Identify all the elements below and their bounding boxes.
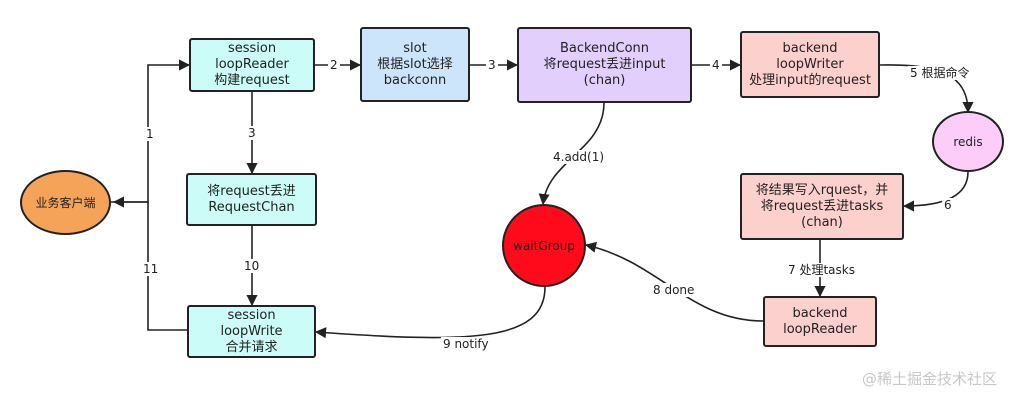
edge-label-3: 3	[486, 58, 498, 72]
node-line: 将结果写入rquest，并	[755, 182, 889, 198]
node-line: (chan)	[801, 214, 843, 230]
node-line: 构建request	[214, 73, 290, 88]
edge-label-9: 9 notify	[441, 337, 491, 351]
node-line: backend	[792, 305, 848, 321]
node-line: 合并请求	[225, 339, 278, 355]
node-waitgroup: waitGroup	[502, 204, 586, 287]
node-request-chan: 将request丢进 RequestChan	[186, 173, 317, 226]
node-line: 将request丢进input	[543, 57, 666, 72]
node-line: 将request丢进tasks	[760, 198, 884, 214]
node-session-loopreader: session loopReader 构建request	[189, 38, 315, 92]
edge-label-10: 10	[242, 259, 262, 273]
node-line: backconn	[383, 72, 447, 88]
edge-label-4-add: 4.add(1)	[551, 150, 607, 164]
node-line: loopWriter	[776, 56, 844, 72]
node-backend-loopwriter: backend loopWriter 处理input的request	[740, 31, 880, 98]
node-backendconn: BackendConn 将request丢进input (chan)	[517, 27, 692, 103]
node-label: redis	[953, 134, 983, 149]
node-line: (chan)	[583, 73, 626, 88]
edge-label-4: 4	[710, 58, 722, 72]
node-session-loopwrite: session loopWrite 合并请求	[187, 305, 316, 358]
edge-label-6: 6	[942, 198, 954, 212]
edge-label-3b: 3	[246, 126, 258, 140]
node-line: loopReader	[215, 57, 289, 72]
edge-label-11: 11	[141, 262, 161, 276]
node-line: 处理input的request	[749, 72, 871, 88]
node-slot: slot 根据slot选择 backconn	[360, 27, 470, 102]
node-line: loopReader	[783, 321, 857, 337]
edge-label-8: 8 done	[651, 283, 697, 297]
node-label: 业务客户端	[35, 196, 96, 210]
edge-label-7: 7 处理tasks	[786, 263, 857, 277]
node-client: 业务客户端	[20, 170, 111, 235]
node-line: 将request丢进	[207, 183, 296, 199]
edge-label-5: 5 根据命令	[908, 66, 972, 80]
node-line: loopWrite	[220, 323, 283, 339]
edge-label-1: 1	[144, 127, 156, 141]
node-line: BackendConn	[559, 41, 650, 56]
edge-waitgroup-to-write	[314, 286, 546, 339]
edge-redis-to-result	[902, 171, 969, 212]
node-line: session	[227, 41, 277, 56]
node-line: backend	[782, 40, 838, 56]
edge-label-2: 2	[328, 58, 340, 72]
node-line: 根据slot选择	[377, 56, 453, 72]
node-line: session	[227, 307, 276, 323]
node-redis: redis	[932, 111, 1004, 172]
watermark: @稀土掘金技术社区	[862, 370, 998, 388]
node-result-tasks: 将结果写入rquest，并 将request丢进tasks (chan)	[740, 173, 904, 240]
node-line: RequestChan	[208, 199, 295, 215]
node-line: slot	[403, 40, 427, 56]
node-label: waitGroup	[513, 238, 575, 253]
node-backend-loopreader: backend loopReader	[763, 296, 877, 347]
